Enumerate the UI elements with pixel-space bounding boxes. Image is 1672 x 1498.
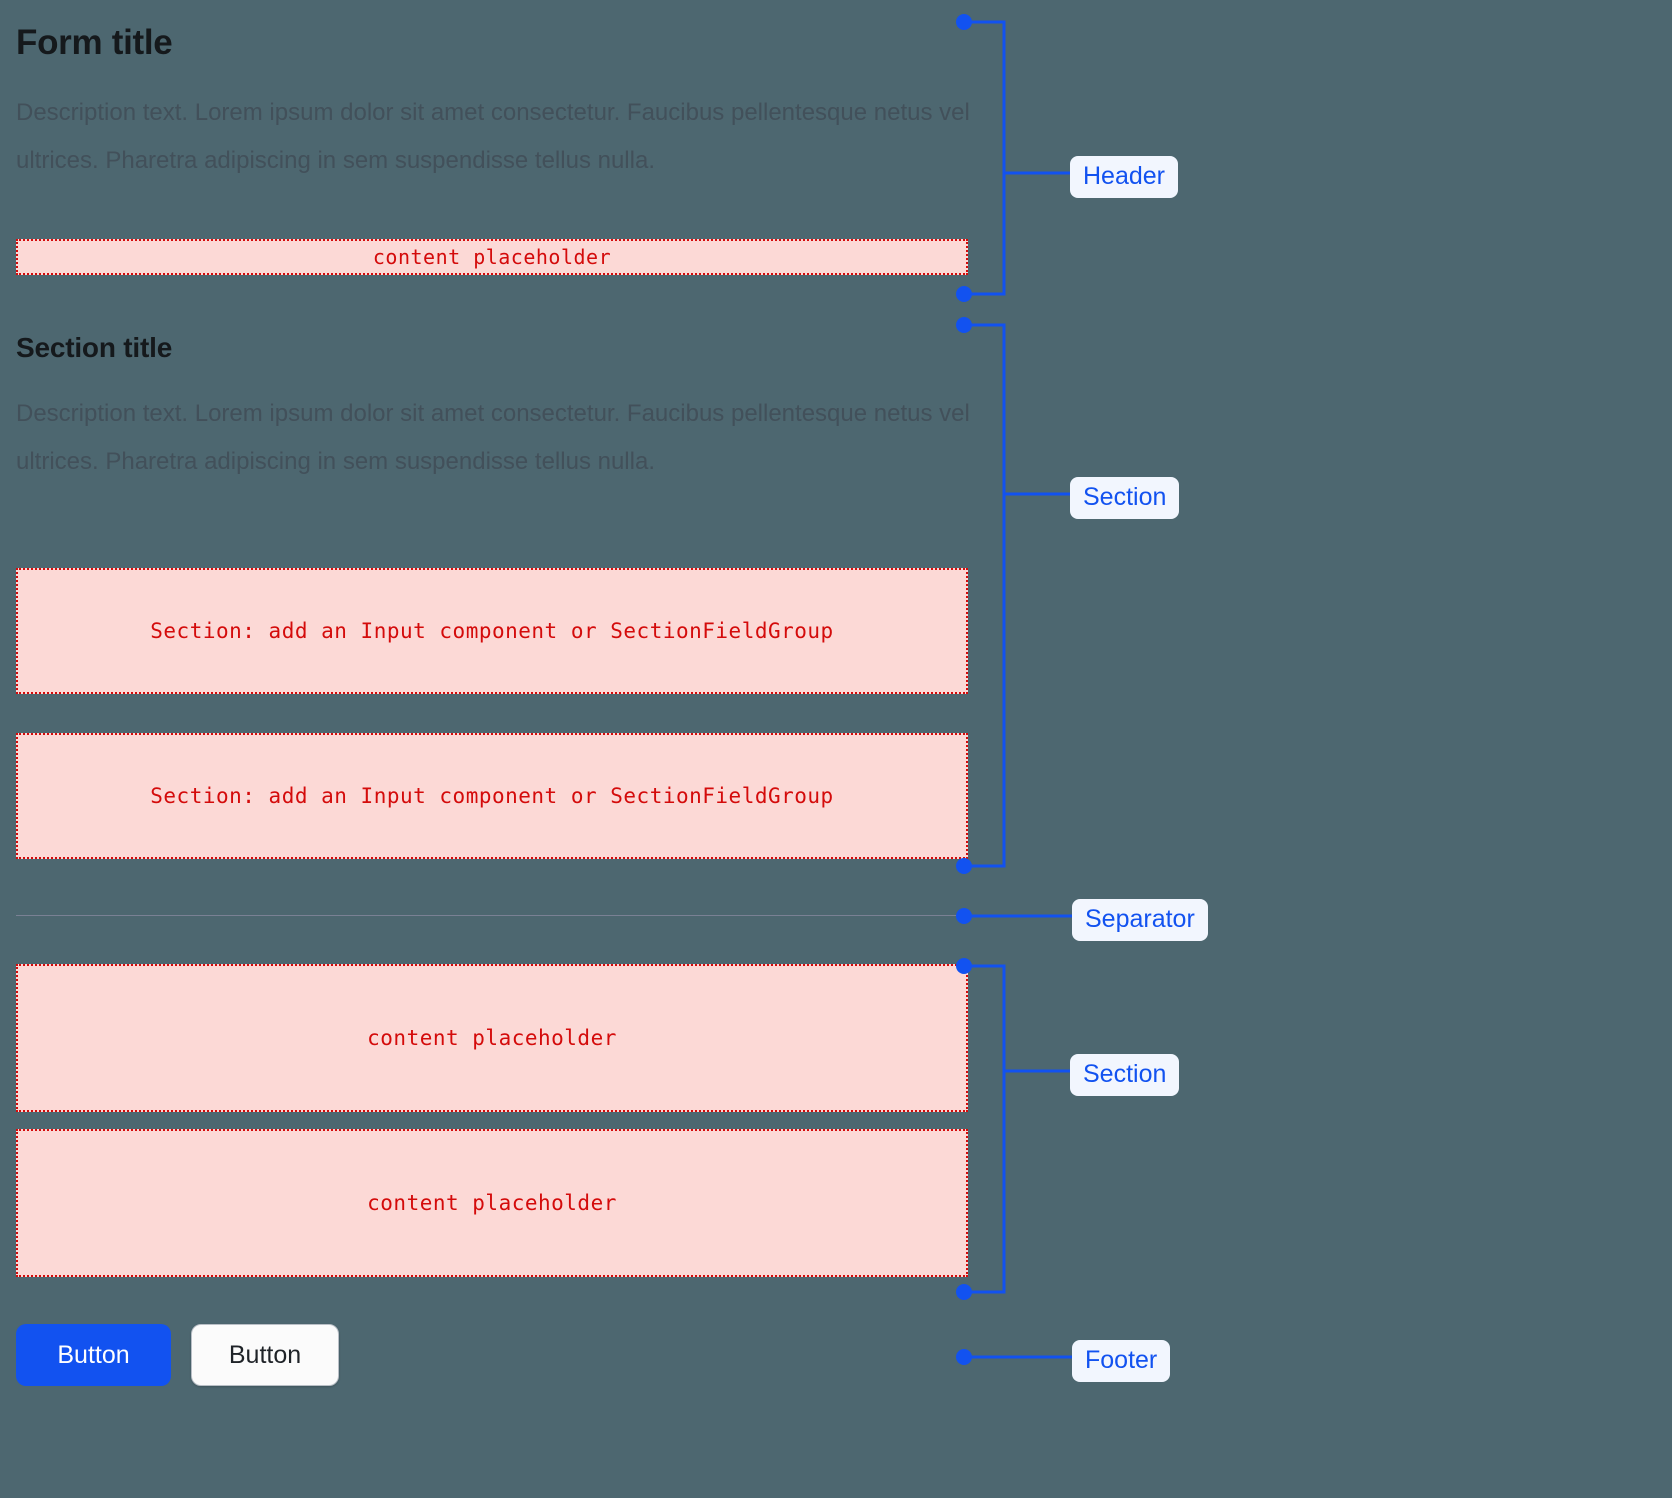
separator <box>16 915 968 916</box>
annotation-label-header[interactable]: Header <box>1070 156 1178 198</box>
secondary-button[interactable]: Button <box>191 1324 339 1386</box>
annotation-label-section-2[interactable]: Section <box>1070 1054 1180 1096</box>
section-description: Description text. Lorem ipsum dolor sit … <box>16 400 970 475</box>
annotation-label-footer[interactable]: Footer <box>1072 1340 1171 1382</box>
form-title: Form title <box>16 23 173 62</box>
header-content-placeholder-label: content placeholder <box>372 245 612 269</box>
primary-button[interactable]: Button <box>16 1324 171 1386</box>
section-title: Section title <box>16 332 173 363</box>
header-content-placeholder: content placeholder <box>16 239 968 275</box>
section-content-placeholder: content placeholder <box>16 1129 968 1277</box>
form-header-description: Description text. Lorem ipsum dolor sit … <box>16 99 970 174</box>
form-content-column: Form title Description text. Lorem ipsum… <box>16 0 1020 1498</box>
section-field-placeholder: Section: add an Input component or Secti… <box>16 568 968 694</box>
section-content-placeholder: content placeholder <box>16 964 968 1112</box>
annotation-label-section[interactable]: Section <box>1070 477 1180 519</box>
footer-button-bar: Button Button <box>16 1324 339 1386</box>
section-content-placeholder-label: content placeholder <box>367 1026 617 1050</box>
section-field-placeholder-label: Section: add an Input component or Secti… <box>150 784 834 808</box>
section-content-placeholder-label: content placeholder <box>367 1191 617 1215</box>
section-field-placeholder: Section: add an Input component or Secti… <box>16 733 968 859</box>
section-field-placeholder-label: Section: add an Input component or Secti… <box>150 619 834 643</box>
annotation-label-separator[interactable]: Separator <box>1072 899 1208 941</box>
